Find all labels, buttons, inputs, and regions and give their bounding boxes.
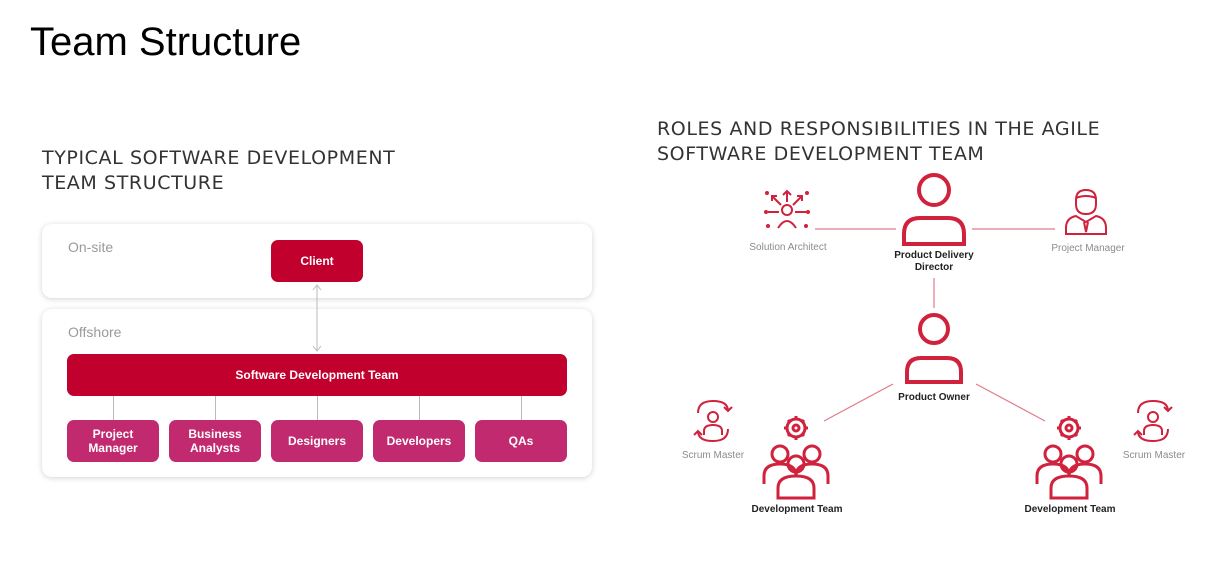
sub-team-qas: QAs xyxy=(475,420,567,462)
right-heading-line1: ROLES AND RESPONSIBILITIES IN THE AGILE xyxy=(657,118,1101,140)
right-heading-line2: SOFTWARE DEVELOPMENT TEAM xyxy=(657,143,985,165)
offshore-label: Offshore xyxy=(68,324,122,340)
pdd-label-line1: Product Delivery xyxy=(894,250,974,261)
sub-team-label: Project xyxy=(92,427,134,441)
left-diagram-heading: TYPICAL SOFTWARE DEVELOPMENT TEAM STRUCT… xyxy=(42,146,462,196)
solution-architect-icon xyxy=(764,189,810,229)
connector-line xyxy=(317,396,318,420)
left-heading-line2: TEAM STRUCTURE xyxy=(42,172,225,194)
sub-team-designers: Designers xyxy=(271,420,363,462)
solution-architect-label: Solution Architect xyxy=(749,242,827,253)
connector-line xyxy=(521,396,522,420)
sub-team-label: Analysts xyxy=(189,441,240,455)
left-heading-line1: TYPICAL SOFTWARE DEVELOPMENT xyxy=(42,147,396,169)
dev-team-right-label: Development Team xyxy=(1024,504,1116,515)
product-delivery-director-label: Product Delivery Director xyxy=(878,250,990,274)
product-owner-label: Product Owner xyxy=(898,392,970,403)
onsite-label: On-site xyxy=(68,239,114,255)
sub-team-developers: Developers xyxy=(373,420,465,462)
connector-line xyxy=(215,396,216,420)
connector-line xyxy=(419,396,420,420)
development-team-icon xyxy=(1035,416,1103,500)
product-delivery-director-icon xyxy=(902,173,966,246)
right-diagram-heading: ROLES AND RESPONSIBILITIES IN THE AGILE … xyxy=(657,117,1127,167)
sub-team-label: Designers xyxy=(287,434,347,448)
scrum-master-left-label: Scrum Master xyxy=(681,450,745,461)
sub-team-label: Business xyxy=(188,427,242,441)
client-team-connector xyxy=(312,284,322,352)
sub-team-label: Manager xyxy=(88,441,138,455)
dev-team-left-label: Development Team xyxy=(751,504,843,515)
sub-team-label: QAs xyxy=(508,434,534,448)
scrum-master-icon xyxy=(693,399,733,443)
development-team-icon xyxy=(762,416,830,500)
connector-line xyxy=(113,396,114,420)
sub-team-label: Developers xyxy=(386,434,452,448)
scrum-master-icon xyxy=(1133,399,1173,443)
page-title: Team Structure xyxy=(30,20,302,64)
project-manager-label: Project Manager xyxy=(1051,243,1125,254)
project-manager-icon xyxy=(1065,188,1107,235)
product-owner-icon xyxy=(905,313,963,384)
scrum-master-right-label: Scrum Master xyxy=(1122,450,1186,461)
pdd-label-line2: Director xyxy=(914,262,954,273)
client-box: Client xyxy=(271,240,363,282)
software-development-team-bar: Software Development Team xyxy=(67,354,567,396)
